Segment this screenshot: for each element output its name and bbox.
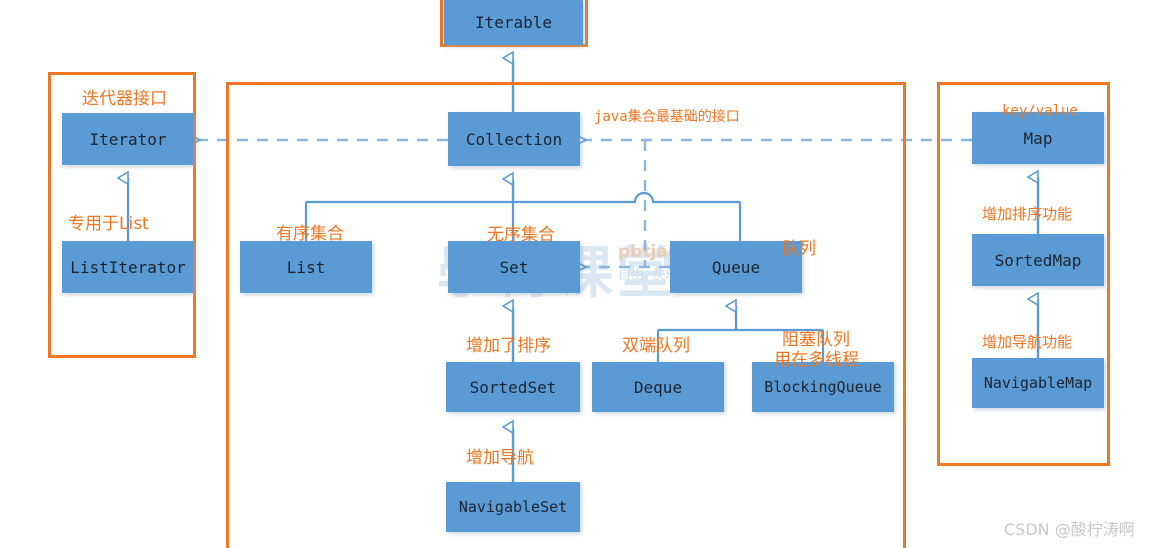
node-map-label: Map [1023, 128, 1053, 148]
node-sortedmap[interactable]: SortedMap [972, 234, 1104, 286]
node-sortedmap-label: SortedMap [994, 250, 1082, 270]
node-queue[interactable]: Queue [670, 241, 802, 293]
annotation-blockingqueue: 阻塞队列 [782, 330, 850, 350]
annotation-navigableset: 增加导航 [466, 448, 534, 468]
node-collection-label: Collection [465, 129, 563, 149]
node-list[interactable]: List [240, 241, 372, 293]
node-deque[interactable]: Deque [592, 362, 724, 412]
annotation-queue: 队列 [782, 239, 816, 259]
annotation-sortedset: 增加了排序 [466, 336, 551, 356]
annotation-collection: java集合最基础的接口 [594, 109, 740, 125]
node-iterator[interactable]: Iterator [62, 113, 194, 165]
node-sortedset-label: SortedSet [469, 377, 557, 397]
annotation-list: 有序集合 [276, 224, 344, 244]
node-navigableset[interactable]: NavigableSet [446, 482, 580, 532]
node-queue-label: Queue [711, 257, 761, 277]
node-collection[interactable]: Collection [448, 112, 580, 166]
node-navigableset-label: NavigableSet [458, 498, 568, 516]
node-set[interactable]: Set [448, 241, 580, 293]
node-listiterator-label: ListIterator [70, 257, 186, 277]
node-iterable[interactable]: Iterable [444, 0, 583, 45]
node-deque-label: Deque [633, 377, 683, 397]
node-iterable-label: Iterable [474, 13, 553, 32]
node-map[interactable]: Map [972, 112, 1104, 164]
node-navigablemap-label: NavigableMap [983, 374, 1093, 392]
frame-iterable-group [440, 0, 588, 47]
annotation-sortedmap: 增加排序功能 [982, 205, 1073, 223]
watermark-csdn: CSDN @酸柠涛啊 [1004, 520, 1135, 539]
frame-iterator-group [48, 72, 196, 358]
frame-collection-group [226, 82, 906, 548]
annotation-set: 无序集合 [487, 225, 555, 245]
wire-collection-bus [306, 191, 740, 204]
annotation-navigablemap: 增加导航功能 [982, 333, 1073, 351]
annotation-map: key/value [1002, 103, 1078, 119]
annotation-listiterator: 专用于List [68, 214, 149, 234]
annotation-deque: 双端队列 [622, 336, 690, 356]
node-listiterator[interactable]: ListIterator [62, 241, 194, 293]
frame-map-group [937, 82, 1110, 466]
annotation-iterator: 迭代器接口 [82, 89, 167, 109]
node-blockingqueue-label: BlockingQueue [764, 378, 882, 396]
node-sortedset[interactable]: SortedSet [446, 362, 580, 412]
node-iterator-label: Iterator [89, 129, 167, 149]
annotation-blockingqueue-2: 用在多线程 [774, 350, 859, 370]
node-set-label: Set [499, 257, 529, 277]
node-blockingqueue[interactable]: BlockingQueue [752, 362, 894, 412]
node-list-label: List [286, 257, 326, 277]
node-navigablemap[interactable]: NavigableMap [972, 358, 1104, 408]
